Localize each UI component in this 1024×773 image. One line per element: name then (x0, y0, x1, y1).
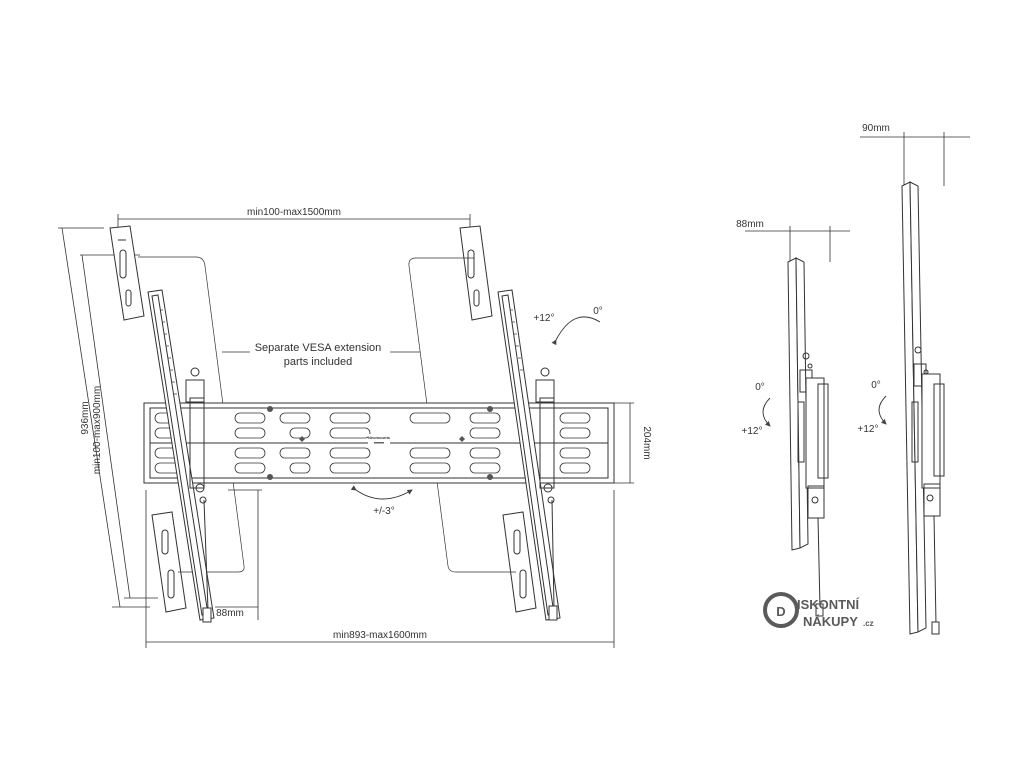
side-view-right (860, 132, 970, 635)
vesa-width-label: min100-max1500mm (247, 207, 341, 218)
wall-rail: Neomounts (143, 402, 615, 484)
side-left-depth-label: 88mm (736, 219, 764, 230)
note-line-2: parts included (284, 356, 353, 368)
side-left-tilt-up: +12° (742, 426, 763, 437)
tv-bracket-right (497, 289, 561, 621)
watermark-logo: D ISKONTNÍ NÁKUPY .cz (763, 592, 874, 629)
brand-mark: Neomounts (368, 435, 391, 440)
swivel-arrow (350, 485, 413, 500)
watermark-letter: D (776, 604, 785, 619)
height-dimension-lines (58, 227, 158, 608)
tilt-arrow (551, 316, 601, 346)
vesa-extension-bottom-right (502, 511, 537, 613)
depth-88-dimension (215, 489, 262, 620)
tv-bracket-left (147, 289, 215, 623)
side-left-depth-dimension (745, 226, 850, 262)
vesa-height-label: min100-max900mm (92, 386, 103, 474)
vesa-extension-top-left (109, 225, 145, 321)
front-view: Neomounts (58, 214, 634, 648)
side-right-depth-label: 90mm (862, 123, 890, 134)
side-right-tilt-up: +12° (858, 424, 879, 435)
side-view-left (745, 226, 850, 617)
rail-slots (154, 412, 591, 474)
vesa-extension-top-right (459, 225, 493, 321)
depth-88-label: 88mm (216, 608, 244, 619)
swivel-label: +/-3° (373, 506, 395, 517)
height-936-label: 936mm (80, 401, 91, 434)
vesa-extension-bottom-left (151, 511, 187, 613)
watermark-line1: ISKONTNÍ (797, 597, 860, 612)
rail-height-label: 204mm (641, 426, 652, 459)
overall-width-label: min893-max1600mm (333, 630, 427, 641)
note-line-1: Separate VESA extension (255, 342, 382, 354)
side-left-tilt-zero: 0° (755, 382, 765, 393)
tilt-up-label: +12° (534, 313, 555, 324)
side-right-tilt-zero: 0° (871, 380, 881, 391)
rail-screws (267, 406, 493, 480)
side-right-depth-dimension (860, 132, 970, 186)
watermark-line2: NÁKUPY (803, 614, 858, 629)
watermark-suffix: .cz (863, 619, 874, 628)
overall-width-dimension (145, 490, 615, 648)
rail-height-dimension (614, 402, 634, 484)
tilt-zero-label: 0° (593, 306, 603, 317)
